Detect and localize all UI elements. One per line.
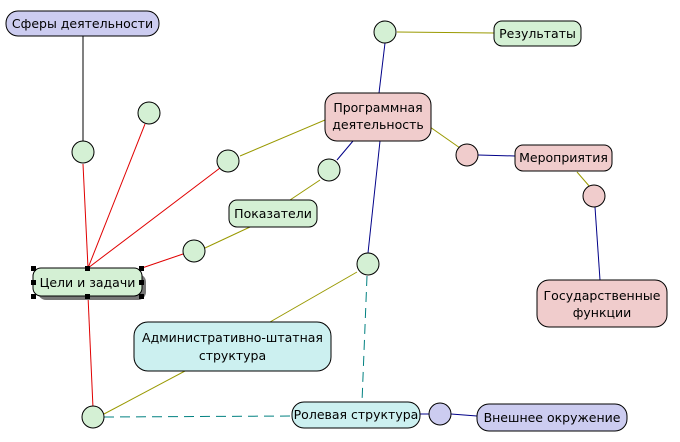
circle-program-left[interactable] xyxy=(216,149,240,173)
connector-circles xyxy=(71,20,606,429)
node-role-label: Ролевая структура xyxy=(294,407,419,422)
edge-circle-program[interactable] xyxy=(239,119,326,157)
edge-indicators-circle[interactable] xyxy=(204,226,251,249)
node-external-label: Внешнее окружение xyxy=(484,410,621,425)
node-events[interactable]: Мероприятия xyxy=(514,144,613,172)
circle-functions[interactable] xyxy=(582,184,606,208)
edges xyxy=(82,31,601,418)
edge-admin-bottom-circle[interactable] xyxy=(103,370,186,415)
edge-program-circle-left[interactable] xyxy=(336,140,354,161)
edge-goals-bottom-circle[interactable] xyxy=(87,295,94,409)
edge-results-circle-program[interactable] xyxy=(378,42,386,94)
node-role[interactable]: Ролевая структура xyxy=(291,401,421,429)
node-spheres[interactable]: Сферы деятельности xyxy=(5,10,160,37)
edge-bottom-circle-role[interactable] xyxy=(103,415,293,418)
node-program-label-line1: Программная xyxy=(333,100,422,115)
edge-circle-goals-4[interactable] xyxy=(141,253,184,269)
node-program[interactable]: Программная деятельность xyxy=(324,92,432,142)
circle-top-results[interactable] xyxy=(373,20,397,44)
node-spheres-label: Сферы деятельности xyxy=(12,16,153,31)
edge-circle-indicators[interactable] xyxy=(289,179,321,201)
node-admin-label-line2: структура xyxy=(199,348,266,363)
node-functions-label-line2: функции xyxy=(573,305,632,320)
node-functions-label-line1: Государственные xyxy=(544,288,661,303)
circle-spheres[interactable] xyxy=(71,140,95,164)
node-results[interactable]: Результаты xyxy=(493,20,582,47)
edge-circle-goals-1[interactable] xyxy=(82,163,89,269)
edge-pink-circle-functions[interactable] xyxy=(594,206,601,281)
circle-indicators-top[interactable] xyxy=(317,158,341,182)
node-results-label: Результаты xyxy=(499,26,576,41)
circle-events[interactable] xyxy=(455,143,479,167)
circle-role-top[interactable] xyxy=(356,252,380,276)
circle-external[interactable] xyxy=(428,402,452,426)
edge-results-circle[interactable] xyxy=(396,31,495,34)
node-program-label-line2: деятельность xyxy=(332,117,424,132)
edge-pink-circle-events[interactable] xyxy=(477,154,516,157)
node-events-label: Мероприятия xyxy=(519,150,608,165)
circle-left-top[interactable] xyxy=(137,101,161,125)
node-goals[interactable]: Цели и задачи xyxy=(31,266,146,300)
node-indicators[interactable]: Показатели xyxy=(228,199,318,228)
node-admin[interactable]: Административно-штатная структура xyxy=(133,321,332,372)
node-external[interactable]: Внешнее окружение xyxy=(476,403,628,432)
node-goals-label: Цели и задачи xyxy=(40,275,136,290)
node-admin-label-line1: Административно-штатная xyxy=(142,330,323,345)
selection-handles xyxy=(31,266,144,299)
edge-circle-goals-2[interactable] xyxy=(87,123,146,269)
edge-circle-admin[interactable] xyxy=(269,271,358,323)
edge-program-pink-circle[interactable] xyxy=(429,126,461,149)
node-functions[interactable]: Государственные функции xyxy=(536,279,668,328)
edge-circle-goals-3[interactable] xyxy=(87,167,221,269)
circle-indicators-bottom[interactable] xyxy=(182,239,206,263)
edge-circle-role[interactable] xyxy=(361,275,368,403)
edge-program-circle-right[interactable] xyxy=(367,140,381,254)
circle-bottom-left[interactable] xyxy=(81,405,105,429)
node-indicators-label: Показатели xyxy=(234,206,312,221)
edge-blue-circle-external[interactable] xyxy=(450,413,478,417)
edge-events-pink-circle[interactable] xyxy=(576,171,591,188)
